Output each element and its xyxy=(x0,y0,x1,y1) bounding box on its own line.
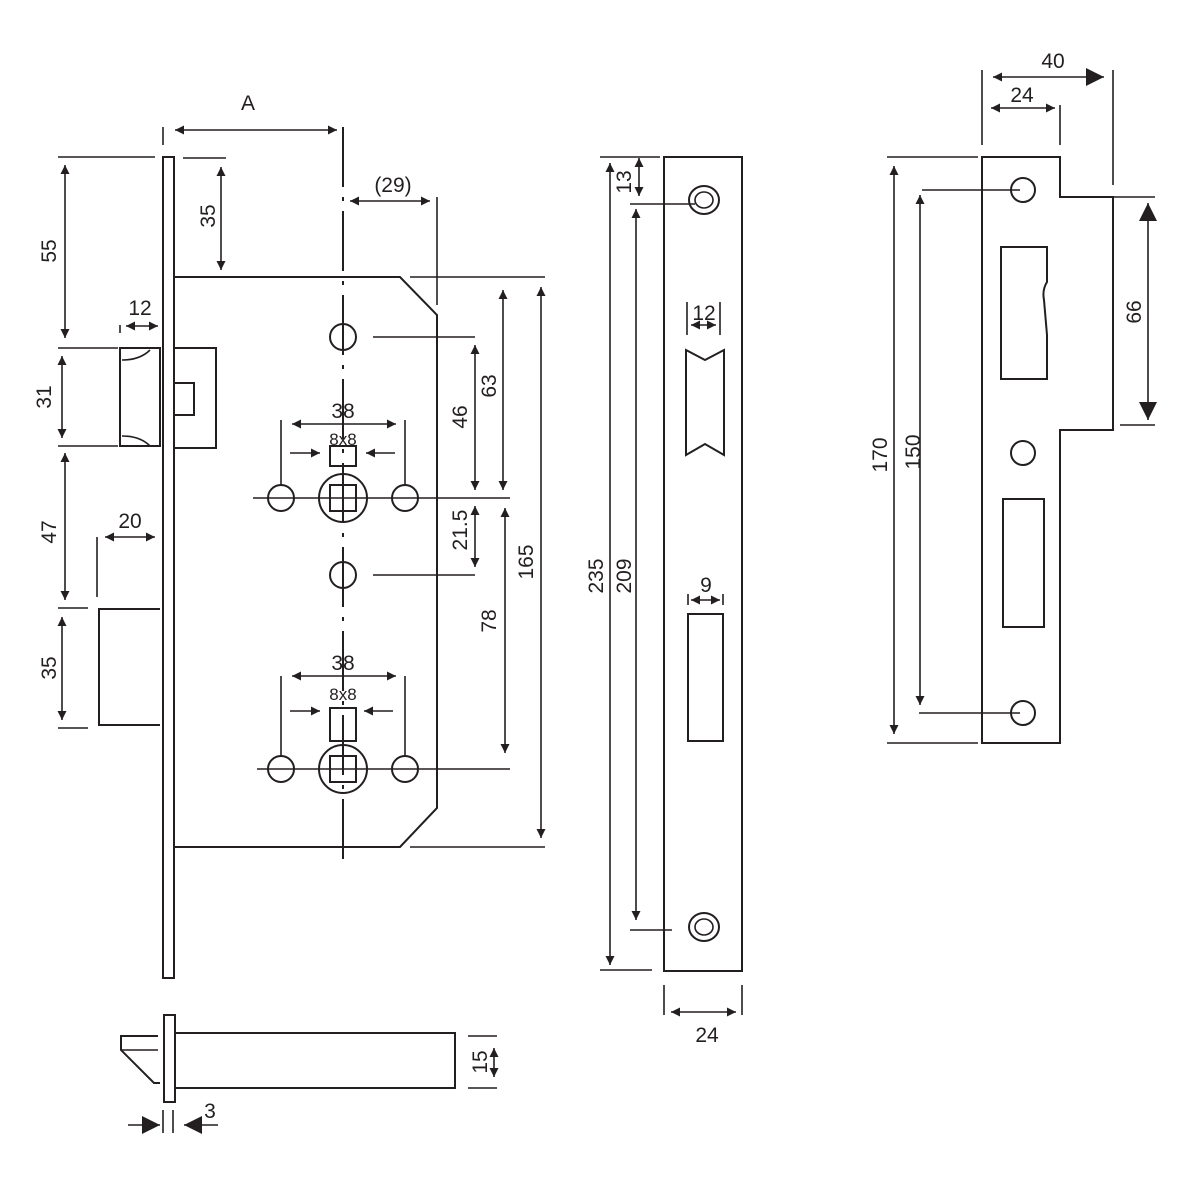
dim-backset-a: A xyxy=(241,92,255,115)
faceplate-view: 13 235 209 12 9 24 xyxy=(585,156,743,1047)
lock-body-view: A (29) 35 55 12 31 47 20 35 38 8x8 38 8x… xyxy=(33,92,546,979)
strike-plate-view: 40 24 66 170 150 xyxy=(869,50,1157,744)
dim-body-height: 165 xyxy=(515,544,538,579)
dim-latch-to-bolt: 47 xyxy=(38,520,61,543)
latch-slot xyxy=(685,348,725,457)
strike-latch-opening xyxy=(1000,246,1048,380)
dim-plate-thickness: 3 xyxy=(204,1100,216,1123)
faceplate-edge xyxy=(162,156,175,979)
strike-plate xyxy=(981,156,1114,744)
dim-screw-to-spindle: 46 xyxy=(449,405,472,428)
faceplate-screw-bottom xyxy=(688,912,720,942)
dim-strike-lip-height: 66 xyxy=(1123,300,1146,323)
dim-handle-to-cylinder: 78 xyxy=(478,609,501,632)
dim-spindle-to-screw: 21.5 xyxy=(449,510,472,551)
dim-strike-overall-width: 40 xyxy=(1041,50,1064,73)
faceplate xyxy=(663,156,743,972)
dim-latch-slot-width: 12 xyxy=(692,302,715,325)
dead-bolt xyxy=(98,608,160,726)
dim-body-top-to-spindle: 63 xyxy=(478,374,501,397)
bolt-detail-body xyxy=(174,1032,456,1089)
latch-bolt xyxy=(119,347,161,447)
dim-latch-height: 31 xyxy=(33,385,56,408)
bolt-detail-plate xyxy=(163,1014,176,1103)
spindle-square-ref-upper xyxy=(329,445,357,467)
screw-hole-upper xyxy=(329,323,357,351)
latch-curve-bottom xyxy=(121,435,151,447)
faceplate-screw-top xyxy=(688,185,720,215)
latch-curve-top xyxy=(121,349,151,361)
dim-latch-projection: 12 xyxy=(128,297,151,320)
bolt-detail-view: 3 15 xyxy=(120,1014,499,1134)
bolt-detail-latch xyxy=(120,1035,160,1084)
strike-screw-middle xyxy=(1010,440,1036,466)
spindle-square-ref-lower xyxy=(329,707,357,742)
dim-screw-centers: 209 xyxy=(613,558,636,593)
dim-bolt-height: 35 xyxy=(38,656,61,679)
bolt-slot xyxy=(687,613,724,742)
dim-bolt-projection: 20 xyxy=(118,510,141,533)
dim-bolt-slot-width: 9 xyxy=(700,574,712,597)
dim-strike-plate-width: 24 xyxy=(1010,84,1034,107)
dim-spindle-spacing-upper: 38 xyxy=(331,400,354,423)
dim-spindle-square-lower: 8x8 xyxy=(329,685,356,704)
latch-tail xyxy=(173,382,195,416)
dim-spindle-square-upper: 8x8 xyxy=(329,430,356,449)
dim-backset-extra: (29) xyxy=(374,174,411,197)
dim-top-to-body: 35 xyxy=(197,204,220,227)
dim-spindle-spacing-lower: 38 xyxy=(331,652,354,675)
dim-faceplate-height: 235 xyxy=(585,558,608,593)
dim-bolt-detail-height: 15 xyxy=(469,1050,492,1073)
strike-bolt-opening xyxy=(1002,498,1045,628)
dim-top-to-latch: 55 xyxy=(38,239,61,262)
dim-strike-overall-height: 170 xyxy=(869,437,892,472)
lock-case xyxy=(174,276,438,848)
screw-hole-middle xyxy=(329,561,357,589)
dim-strike-screw-centers: 150 xyxy=(902,434,925,469)
dim-top-to-screw: 13 xyxy=(613,170,636,193)
dim-faceplate-width: 24 xyxy=(695,1024,719,1047)
